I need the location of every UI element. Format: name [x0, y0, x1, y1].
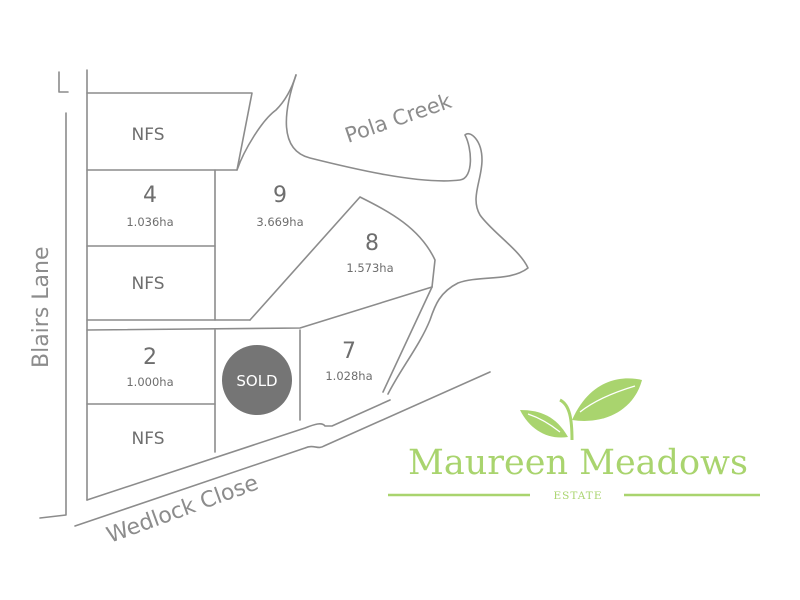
wedlock-close-label: Wedlock Close	[104, 471, 262, 549]
lot-7-area: 1.028ha	[325, 369, 372, 383]
brand-name: Maureen Meadows	[408, 443, 748, 483]
lot-9-number[interactable]: 9	[273, 183, 287, 208]
pola-creek-label: Pola Creek	[342, 89, 456, 148]
lot-2-area: 1.000ha	[126, 375, 173, 389]
brand-subtitle: ESTATE	[554, 490, 603, 502]
lot-8-number[interactable]: 8	[365, 231, 379, 256]
lot-2-number[interactable]: 2	[143, 345, 157, 370]
lot-boundaries	[74, 69, 491, 527]
lot-nfs-bottom[interactable]: NFS	[132, 429, 165, 449]
leaf-sprout-icon	[520, 378, 642, 441]
lot-4-area: 1.036ha	[126, 215, 173, 229]
lot-7-number[interactable]: 7	[342, 339, 356, 364]
pola-creek	[285, 74, 529, 395]
lot-9-area: 3.669ha	[256, 215, 303, 229]
lot-nfs-top[interactable]: NFS	[132, 125, 165, 145]
sold-badge[interactable]: SOLD	[222, 345, 292, 415]
lot-8-area: 1.573ha	[346, 261, 393, 275]
blairs-lane-label: Blairs Lane	[29, 246, 54, 368]
lot-4-number[interactable]: 4	[143, 183, 157, 208]
blairs-lane-lines	[39, 71, 69, 519]
sold-label: SOLD	[236, 372, 277, 390]
lot-nfs-mid[interactable]: NFS	[132, 274, 165, 294]
